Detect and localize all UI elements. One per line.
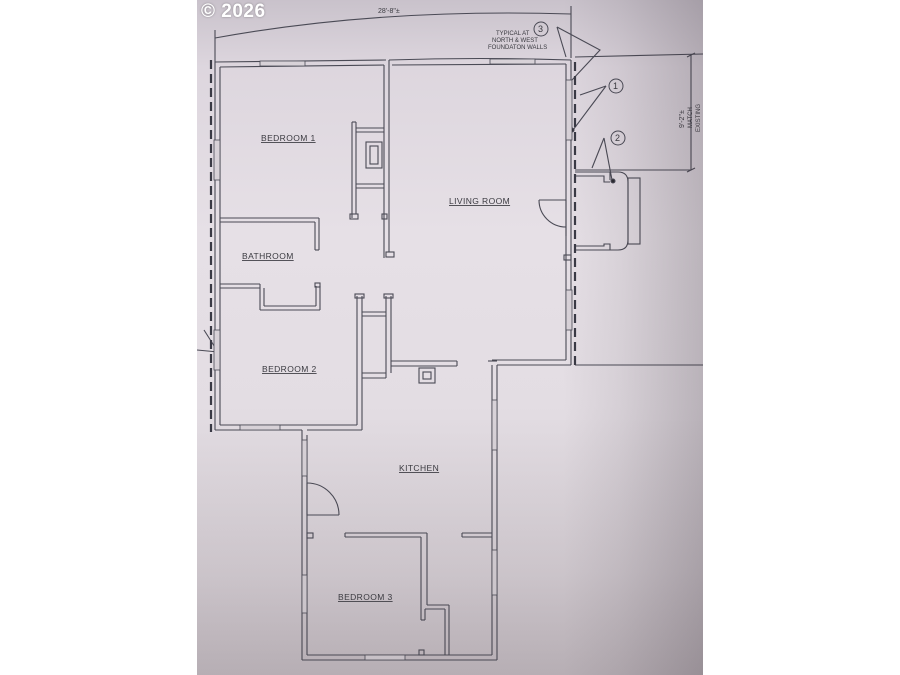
callout-2: 2 <box>615 133 620 143</box>
room-label-bedroom-3: BEDROOM 3 <box>338 592 393 602</box>
overall-dimension: 28'-8"± <box>378 8 400 15</box>
room-label-bedroom-1: BEDROOM 1 <box>261 133 316 143</box>
room-label-bedroom-2: BEDROOM 2 <box>262 364 317 374</box>
callout-2-circle <box>610 130 626 146</box>
callout-3: 3 <box>538 24 543 34</box>
callout-1: 1 <box>613 81 618 91</box>
room-label-bathroom: BATHROOM <box>242 251 294 261</box>
side-dimension-note-1: MATCH <box>688 107 694 128</box>
floor-plan-drawing: 3 1 2 28'-8"± TYPICAL AT NORTH & WEST FO… <box>197 6 703 661</box>
foundation-note-line2: NORTH & WEST <box>492 38 538 44</box>
callout-1-circle <box>608 78 624 94</box>
callout-3-circle <box>533 21 549 37</box>
room-label-kitchen: KITCHEN <box>399 463 439 473</box>
room-label-living-room: LIVING ROOM <box>449 196 510 206</box>
foundation-note-line3: FOUNDATON WALLS <box>488 45 547 51</box>
floor-plan-photo: 3 1 2 28'-8"± TYPICAL AT NORTH & WEST FO… <box>197 0 703 675</box>
foundation-note-line1: TYPICAL AT <box>496 31 530 37</box>
side-dimension-note-2: EXISTING <box>696 104 702 132</box>
overall-dimension-line <box>214 12 572 39</box>
copyright-watermark: © 2026 <box>201 1 266 22</box>
side-dimension: 9'-2"± <box>679 110 686 128</box>
